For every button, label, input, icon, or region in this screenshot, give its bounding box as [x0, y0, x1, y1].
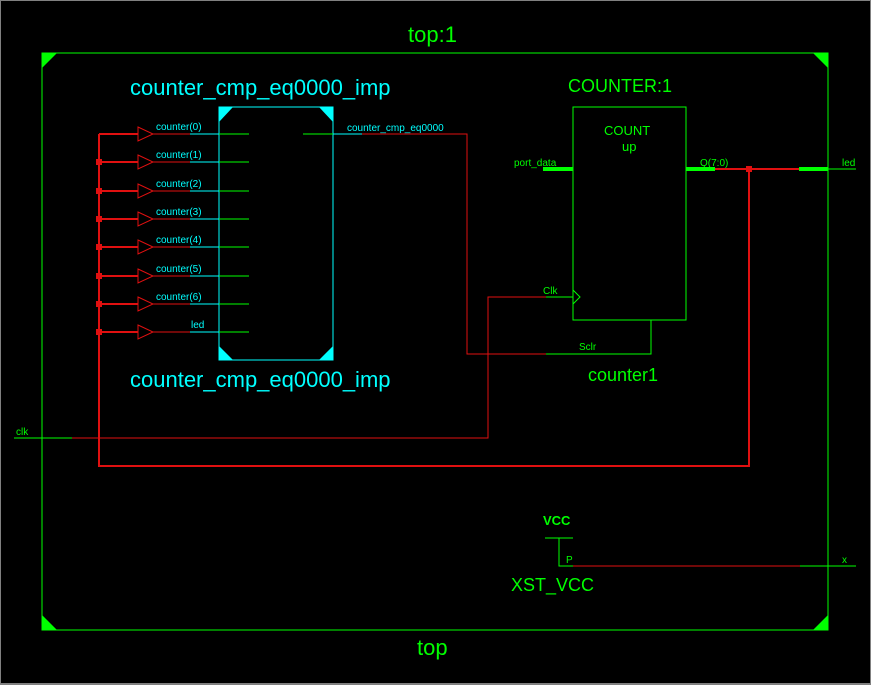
cmp-input-label: counter(5)	[156, 264, 202, 275]
counter-function-line2: up	[622, 139, 637, 154]
vcc-pin-label: P	[566, 555, 573, 566]
buffer-icon	[137, 296, 155, 312]
corner-marker	[813, 53, 828, 68]
clk-pin-label: Clk	[543, 286, 558, 297]
port-data-pin-label: port_data	[514, 158, 557, 169]
buffer-icon	[137, 268, 155, 284]
top-module-boundary[interactable]	[41, 52, 829, 631]
vcc-pin-wire	[558, 538, 573, 567]
counter-block[interactable]	[572, 106, 687, 321]
corner-marker	[42, 53, 57, 68]
sclr-pin-label: Sclr	[579, 342, 597, 353]
clk-port-label: clk	[16, 427, 29, 438]
cmp-input-label: counter(4)	[156, 235, 202, 246]
corner-marker	[219, 107, 233, 122]
counter-instance-label: COUNTER:1	[568, 76, 673, 96]
vcc-symbol-label: VCC	[543, 513, 571, 528]
compare-block[interactable]	[218, 106, 334, 361]
corner-marker	[319, 346, 333, 360]
q-pin-label: Q(7:0)	[700, 158, 729, 169]
cmp-output-label: counter_cmp_eq0000	[347, 123, 444, 134]
cmp-input-label: counter(0)	[156, 122, 202, 133]
cmp-input-label: led	[191, 320, 205, 331]
compare-block-title: counter_cmp_eq0000_imp	[130, 75, 391, 100]
cmp-input-label: counter(1)	[156, 150, 202, 161]
top-instance-label: top:1	[408, 22, 457, 47]
buffer-icon	[137, 126, 155, 142]
cmp-input-label: counter(2)	[156, 179, 202, 190]
clock-pin-triangle	[572, 289, 581, 305]
buffer-icon	[137, 183, 155, 199]
corner-marker	[319, 107, 333, 122]
counter-name-label: counter1	[588, 365, 659, 385]
net-counter-cmp-eq0000[interactable]	[362, 133, 546, 355]
cmp-input-label: counter(6)	[156, 292, 202, 303]
net-clk[interactable]	[72, 296, 546, 439]
buffer-icon	[137, 211, 155, 227]
buffer-icon	[137, 324, 155, 340]
corner-marker	[813, 615, 828, 630]
cmp-input-label: counter(3)	[156, 207, 202, 218]
x-port-label: x	[842, 555, 847, 566]
led-port-label: led	[842, 158, 856, 169]
counter-function-line1: COUNT	[604, 123, 651, 138]
buffer-icon	[137, 154, 155, 170]
compare-block-name: counter_cmp_eq0000_imp	[130, 367, 391, 392]
buffer-icon	[137, 239, 155, 255]
net-led-feedback[interactable]	[98, 134, 750, 467]
top-name-label: top	[417, 635, 448, 660]
corner-marker	[42, 615, 57, 630]
corner-marker	[219, 346, 233, 360]
vcc-name-label: XST_VCC	[511, 575, 595, 595]
sclr-pin-wire	[546, 320, 652, 355]
